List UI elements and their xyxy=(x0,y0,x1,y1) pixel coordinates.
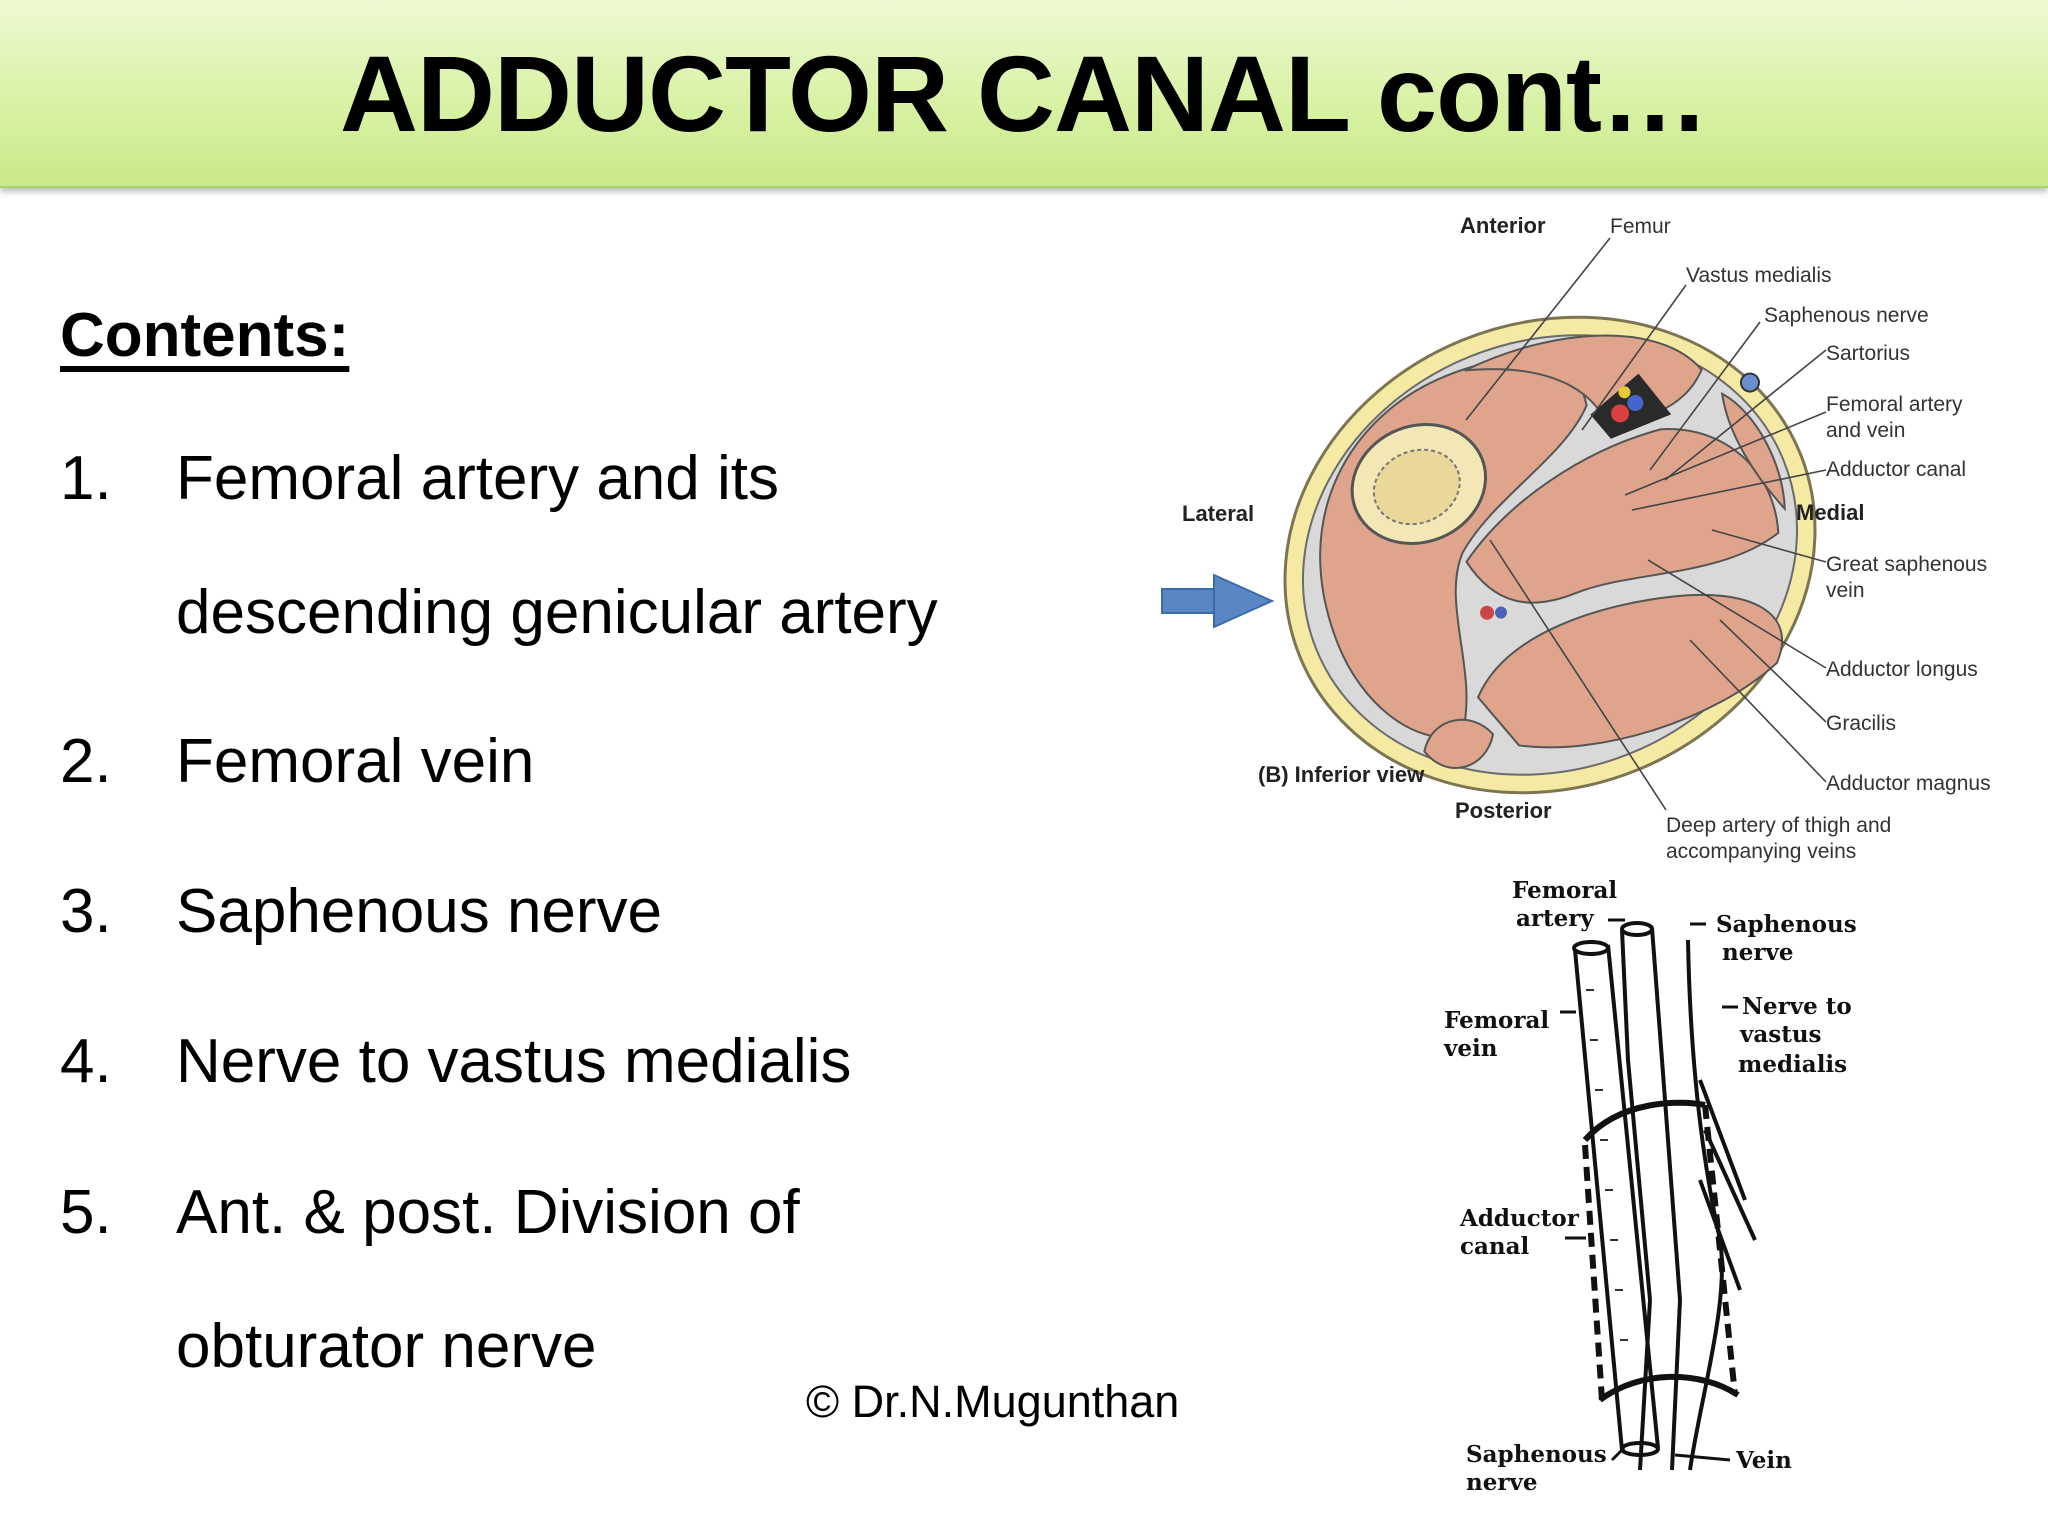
pointer-arrows xyxy=(1560,918,1738,1462)
list-number: 2. xyxy=(60,727,112,796)
list-number: 5. xyxy=(60,1178,112,1247)
copyright-text: © Dr.N.Mugunthan xyxy=(806,1376,1180,1427)
list-number: 3. xyxy=(60,877,112,946)
label-femoral-artery-1: Femoral xyxy=(1512,877,1617,904)
thigh-section xyxy=(1283,315,1817,795)
view-direction-arrow-icon xyxy=(1161,573,1275,629)
contents-heading: Contents: xyxy=(60,301,350,370)
label-vein: Vein xyxy=(1735,1447,1792,1474)
label-nerve-to-vastus-3: medialis xyxy=(1738,1051,1847,1078)
label-adductor-canal-1: Adductor xyxy=(1459,1205,1580,1232)
label-adductor-longus: Adductor longus xyxy=(1826,658,1978,681)
label-adductor-canal: Adductor canal xyxy=(1826,458,1966,481)
label-anterior: Anterior xyxy=(1460,213,1546,238)
vein-hatching xyxy=(1586,989,1628,1341)
label-posterior: Posterior xyxy=(1455,798,1552,823)
list-text: Ant. & post. Division of obturator nerve xyxy=(176,1146,1176,1414)
list-text: Femoral artery and its descending genicu… xyxy=(176,412,1176,680)
list-number: 1. xyxy=(60,444,112,513)
label-adductor-magnus: Adductor magnus xyxy=(1826,772,1991,795)
label-femoral-vein-1: Femoral xyxy=(1444,1007,1549,1034)
label-great-saphenous-2: vein xyxy=(1826,579,1865,602)
slide-title: ADDUCTOR CANAL cont… xyxy=(340,32,1709,154)
list-line: Ant. & post. Division of xyxy=(176,1178,800,1247)
label-adductor-canal-2: canal xyxy=(1460,1233,1530,1260)
label-femoral-vein-2: vein xyxy=(1443,1035,1498,1062)
label-sartorius: Sartorius xyxy=(1826,342,1910,365)
list-line: obturator nerve xyxy=(176,1312,597,1381)
title-bar: ADDUCTOR CANAL cont… xyxy=(0,0,2048,188)
label-deep-artery-1: Deep artery of thigh and xyxy=(1666,814,1891,837)
list-text: Saphenous nerve xyxy=(176,877,663,946)
label-femoral-artery-1: Femoral artery xyxy=(1826,393,1963,416)
list-line: Femoral artery and its xyxy=(176,444,779,513)
label-nerve-to-vastus-2: vastus xyxy=(1739,1021,1822,1048)
label-inferior-view: (B) Inferior view xyxy=(1258,762,1425,787)
label-saphenous-nerve-top-1: Saphenous xyxy=(1716,911,1857,938)
label-saphenous-nerve-bottom-1: Saphenous xyxy=(1466,1441,1607,1468)
list-text: Nerve to vastus medialis xyxy=(176,1027,852,1096)
label-gracilis: Gracilis xyxy=(1826,712,1896,735)
list-number: 4. xyxy=(60,1027,112,1096)
leader-lines xyxy=(1465,237,1827,811)
label-saphenous-nerve-top-2: nerve xyxy=(1722,939,1793,966)
label-great-saphenous-1: Great saphenous xyxy=(1826,553,1987,576)
label-saphenous-nerve-bottom-2: nerve xyxy=(1466,1469,1537,1496)
label-femur: Femur xyxy=(1610,215,1671,238)
canal-structures xyxy=(1572,921,1757,1471)
label-lateral: Lateral xyxy=(1182,501,1254,526)
list-text: Femoral vein xyxy=(176,727,535,796)
label-vastus-medialis: Vastus medialis xyxy=(1686,264,1832,287)
list-line: descending genicular artery xyxy=(176,578,938,647)
label-femoral-artery-2: artery xyxy=(1516,905,1594,932)
label-medial: Medial xyxy=(1796,500,1864,525)
label-saphenous-nerve: Saphenous nerve xyxy=(1764,304,1929,327)
label-nerve-to-vastus-1: Nerve to xyxy=(1742,993,1852,1020)
label-femoral-artery-2: and vein xyxy=(1826,419,1905,442)
label-deep-artery-2: accompanying veins xyxy=(1666,840,1856,863)
